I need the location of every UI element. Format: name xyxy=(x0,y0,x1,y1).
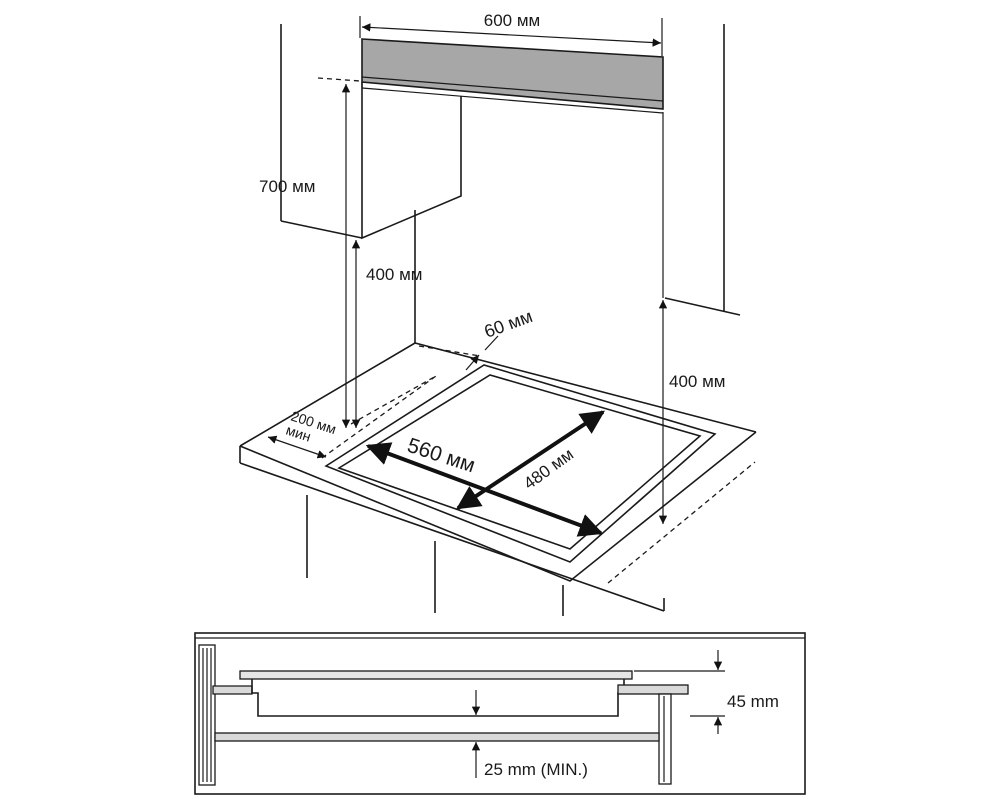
dim-hob-thickness: 45 mm xyxy=(634,650,779,734)
installation-view: 600 мм 700 мм 400 мм 400 мм xyxy=(239,11,757,616)
dim-front-gap-label: 60 мм xyxy=(482,306,536,342)
dim-cutout-width-label: 560 мм xyxy=(404,434,477,477)
countertop xyxy=(239,342,757,616)
right-worktop xyxy=(617,684,689,785)
left-worktop xyxy=(212,685,253,695)
dim-hood-width-label: 600 мм xyxy=(484,11,540,30)
dim-side-min: 200 мм мин xyxy=(267,408,338,459)
hob-cutout xyxy=(324,364,717,563)
dim-side-clearance: 400 мм xyxy=(658,112,725,524)
section-view: 45 mm 25 mm (MIN.) xyxy=(194,632,806,795)
dim-side-clearance-label: 400 мм xyxy=(669,372,725,391)
dim-cutout: 560 мм 480 мм xyxy=(365,410,606,537)
dim-cabinet-height-label: 700 мм xyxy=(259,177,315,196)
shelf-panel xyxy=(214,732,660,742)
dim-hood-clearance: 400 мм xyxy=(351,240,422,428)
right-wall-cabinet xyxy=(664,24,741,316)
dim-cabinet-height: 700 мм xyxy=(259,77,361,428)
dim-side-min-note: мин xyxy=(284,422,313,445)
dim-hob-thickness-label: 45 mm xyxy=(727,692,779,711)
dim-min-gap-label: 25 mm (MIN.) xyxy=(484,760,588,779)
extractor-hood xyxy=(361,38,664,114)
left-side-panel xyxy=(198,644,216,786)
hob-glass xyxy=(239,670,633,680)
dim-hood-clearance-label: 400 мм xyxy=(366,265,422,284)
dim-cutout-depth-label: 480 мм xyxy=(520,445,577,494)
dim-min-gap: 25 mm (MIN.) xyxy=(471,690,588,779)
dim-hood-width: 600 мм xyxy=(359,11,663,56)
dim-front-gap: 60 мм xyxy=(418,306,536,371)
